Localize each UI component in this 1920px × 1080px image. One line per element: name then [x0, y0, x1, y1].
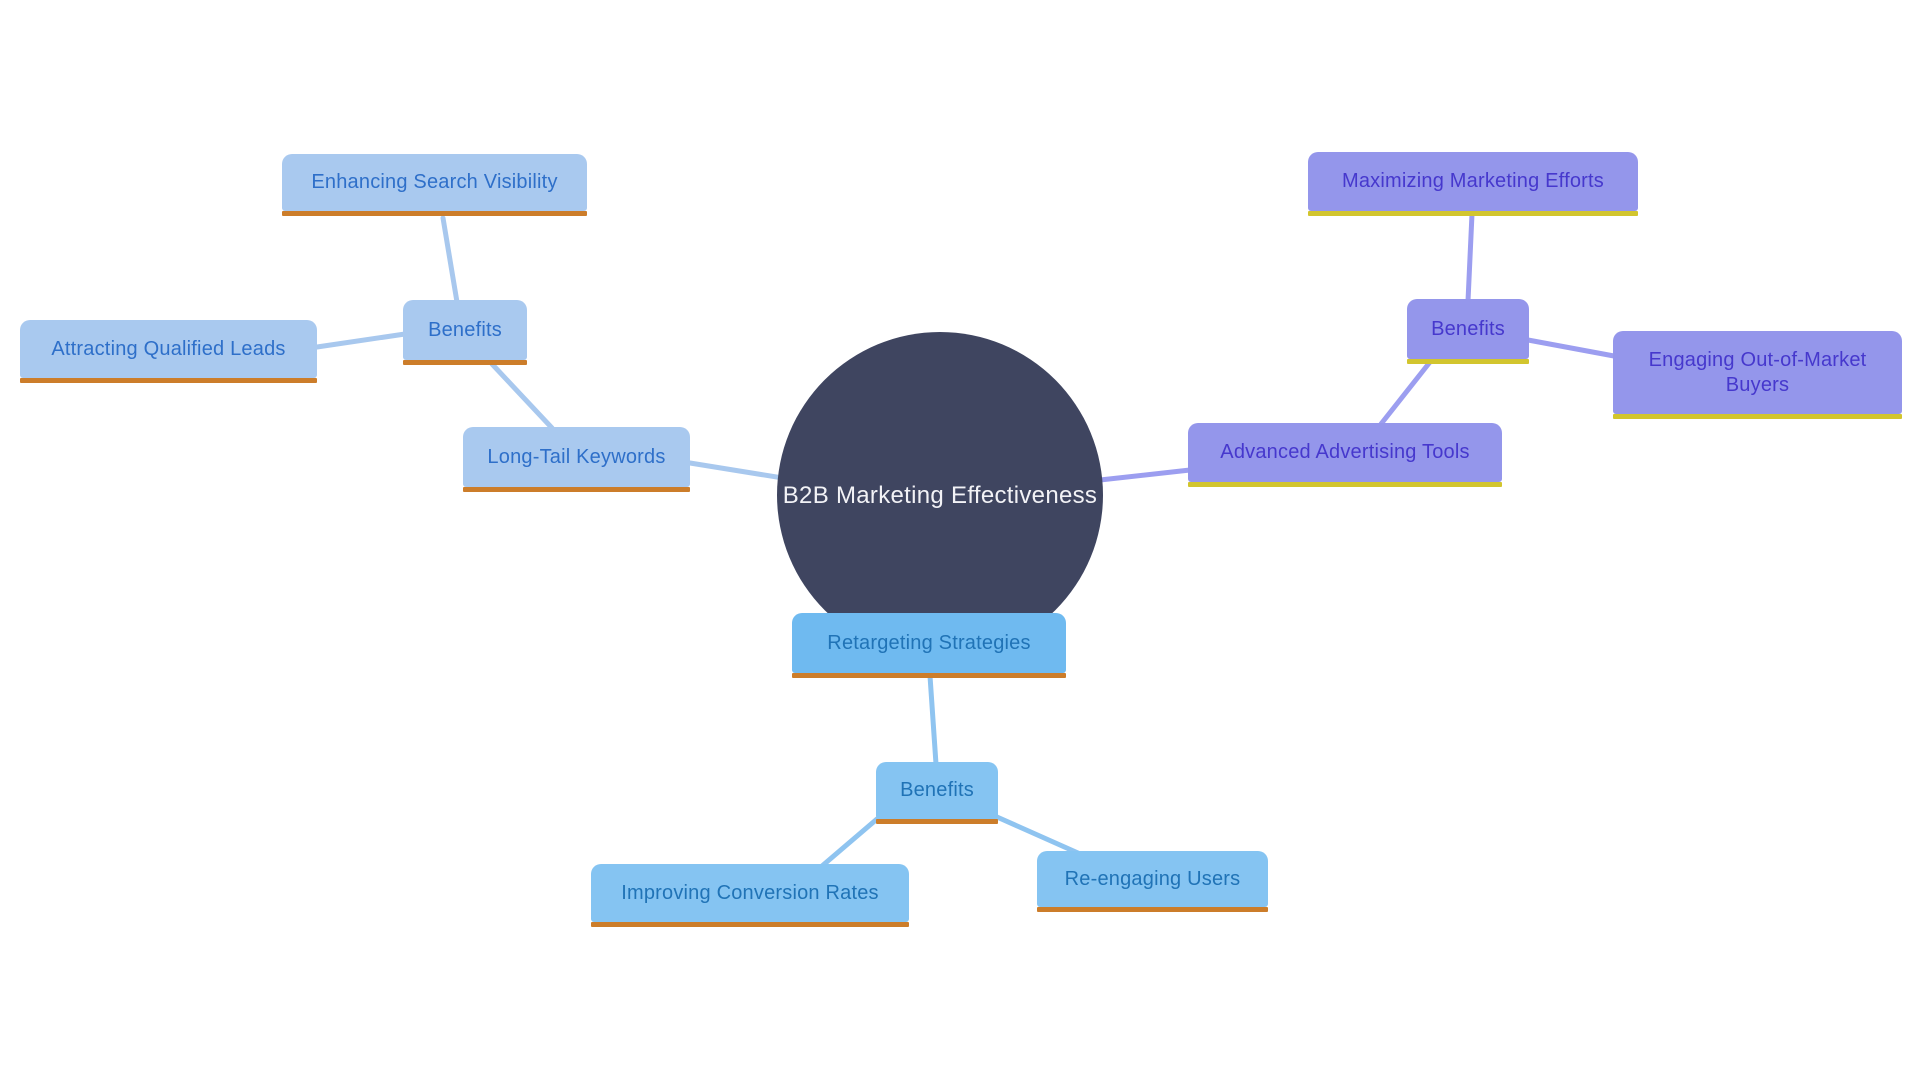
node-label: Benefits [428, 318, 502, 341]
node-re-engaging-users: Re-engaging Users [1037, 851, 1268, 912]
connector-benefits-reengaging [994, 814, 1081, 856]
connector-retargeting-benefits [927, 673, 939, 767]
node-label: Advanced Advertising Tools [1220, 441, 1470, 463]
node-label: Re-engaging Users [1064, 867, 1241, 890]
connector-benefits-improving [819, 816, 880, 869]
connector-attracting-benefits [314, 331, 408, 350]
node-benefits-long-tail: Benefits [403, 300, 527, 365]
connector-benefits-longtail [489, 361, 555, 431]
node-label: Enhancing Search Visibility [311, 171, 558, 193]
connector-enhancing-benefits [440, 215, 460, 305]
connector-maximizing-benefits [1465, 211, 1475, 304]
node-retargeting-strategies: Retargeting Strategies [792, 613, 1066, 678]
node-long-tail-keywords: Long-Tail Keywords [463, 427, 690, 492]
node-label: Long-Tail Keywords [487, 445, 666, 468]
node-label: Retargeting Strategies [827, 631, 1031, 654]
connector-benefits-engaging [1525, 337, 1617, 359]
node-attracting-qualified-leads: Attracting Qualified Leads [20, 320, 317, 383]
connector-benefits-advanced [1378, 359, 1433, 427]
node-maximizing-marketing-efforts: Maximizing Marketing Efforts [1308, 152, 1638, 216]
node-benefits-retargeting: Benefits [876, 762, 998, 824]
node-improving-conversion-rates: Improving Conversion Rates [591, 864, 909, 927]
node-advanced-advertising-tools: Advanced Advertising Tools [1188, 423, 1502, 487]
node-label: Improving Conversion Rates [621, 881, 879, 904]
node-label: Benefits [900, 779, 974, 801]
node-label: Maximizing Marketing Efforts [1342, 170, 1604, 192]
node-label: Engaging Out-of-Market Buyers [1648, 348, 1867, 396]
central-topic-circle [777, 332, 1103, 658]
node-label: Attracting Qualified Leads [51, 337, 286, 360]
node-benefits-advertising: Benefits [1407, 299, 1529, 364]
node-engaging-out-of-market-buyers: Engaging Out-of-Market Buyers [1613, 331, 1902, 419]
node-label: Benefits [1431, 317, 1505, 340]
connector-advanced-center [1097, 467, 1193, 483]
central-topic-label: B2B Marketing Effectiveness [782, 482, 1098, 509]
node-enhancing-search-visibility: Enhancing Search Visibility [282, 154, 587, 216]
